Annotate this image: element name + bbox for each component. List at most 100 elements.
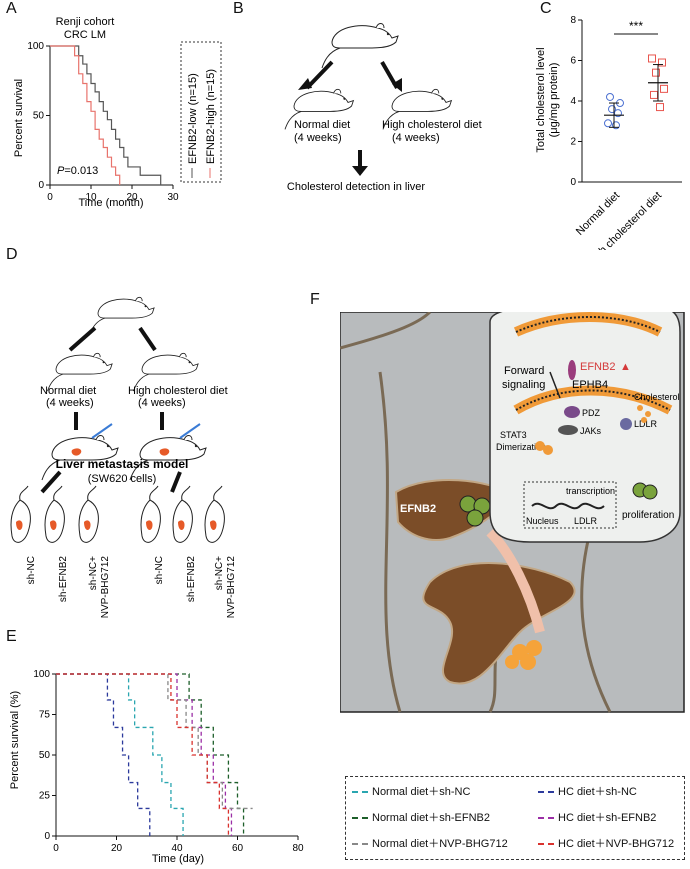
- x-tick-label: 10: [85, 192, 97, 203]
- group-mouse-icon: [10, 485, 31, 543]
- y-tick-label: 25: [39, 791, 51, 802]
- f-ephb4: EPHB4: [572, 379, 608, 391]
- y-tick-label: 75: [39, 710, 51, 721]
- e-legend: Normal diet＋sh-NC HC diet＋sh-NC Normal die…: [345, 776, 685, 860]
- b-normal-diet: Normal diet: [294, 119, 350, 131]
- group-label: sh-NC: [154, 556, 165, 584]
- e-ylabel: Percent survival (%): [9, 691, 21, 789]
- zoom-bubble: [489, 312, 681, 543]
- legend-label: Normal diet＋sh-EFNB2: [372, 812, 490, 824]
- b-hc-diet: High cholesterol diet: [382, 119, 482, 131]
- c-ylabel-units: (μg/mg protein): [548, 63, 560, 138]
- syringe-icon: [179, 423, 201, 439]
- panel-label-f: F: [310, 291, 320, 308]
- y-tick-label: 0: [570, 177, 576, 188]
- legend-item: Normal diet＋NVP-BHG712: [352, 835, 508, 851]
- y-tick-label: 2: [570, 137, 576, 148]
- stat3-icon: [543, 445, 553, 455]
- panel-label-a: A: [6, 0, 17, 17]
- up-arrow-icon: ▲: [620, 361, 631, 373]
- survival-line-4: [56, 673, 253, 810]
- mouse-icon-top: [321, 23, 399, 69]
- survival-line-1: [50, 45, 121, 185]
- d-normal-diet: Normal diet: [40, 385, 96, 397]
- legend-item: HC diet＋NVP-BHG712: [538, 835, 674, 851]
- legend-label: HC diet＋NVP-BHG712: [558, 838, 675, 850]
- y-tick-label: 4: [570, 96, 576, 107]
- y-tick-label: 8: [570, 15, 576, 26]
- group-label: sh-EFNB2: [186, 556, 197, 603]
- legend-swatch: [538, 817, 554, 820]
- group-label: sh-NC+: [88, 556, 99, 590]
- f-stat3: STAT3: [500, 430, 527, 440]
- tumor-icon: [459, 495, 477, 513]
- data-point: [606, 92, 614, 101]
- tumor-icon: [526, 640, 542, 656]
- x-tick-label: 60: [232, 843, 244, 854]
- legend-swatch: [538, 791, 554, 794]
- x-tick-label: 0: [53, 843, 59, 854]
- y-tick-label: 100: [27, 41, 44, 52]
- metastasis-arrow-icon: [486, 528, 545, 634]
- f-efnb2-liver: EFNB2: [400, 503, 436, 515]
- arrow-icon-left: [305, 60, 334, 90]
- d-model-subtitle: (SW620 cells): [88, 473, 156, 485]
- dna-icon: [531, 502, 605, 510]
- arrow-head-icon: [298, 78, 312, 90]
- arrow-head-icon: [352, 166, 368, 176]
- f-proliferation: proliferation: [622, 510, 674, 521]
- d-model-title: Liver metastasis model: [56, 457, 189, 471]
- f-forward: Forward: [504, 365, 544, 377]
- panel-label-c: C: [540, 0, 552, 17]
- arrow-icon: [549, 371, 561, 399]
- legend-swatch: [352, 817, 368, 820]
- data-point: [660, 84, 668, 93]
- data-point: [604, 119, 612, 128]
- legend-swatch: [352, 843, 368, 846]
- pdz-icon: [564, 406, 580, 418]
- a-ylabel: Percent survival: [13, 79, 25, 157]
- cholesterol-dot-icon: [641, 417, 647, 423]
- group-label: NVP-BHG712: [100, 556, 111, 619]
- survival-line-0: [56, 673, 184, 836]
- y-tick-label: 100: [33, 669, 50, 680]
- cholesterol-dot-icon: [645, 411, 651, 417]
- a-legend-high: EFNB2-high (n=15): [205, 69, 217, 178]
- survival-line-1: [56, 673, 151, 836]
- proliferation-cell-icon: [642, 484, 658, 500]
- data-point: [648, 54, 656, 63]
- a-legend-low: EFNB2-low (n=15): [187, 73, 199, 178]
- legend-label: Normal diet＋sh-NC: [372, 786, 471, 798]
- panel-label-b: B: [233, 0, 244, 17]
- data-point: [652, 68, 660, 77]
- legend-swatch: [352, 791, 368, 794]
- f-transcription: transcription: [566, 486, 615, 496]
- injected-mouse-hc: [129, 423, 207, 481]
- y-tick-label: 0: [44, 831, 50, 842]
- data-point: [656, 103, 664, 112]
- f-ldlr: LDLR: [634, 419, 658, 429]
- cohort-title: Renji cohort: [56, 16, 115, 28]
- legend-label: HC diet＋sh-EFNB2: [558, 812, 657, 824]
- arrow-icon-down-left: [40, 470, 62, 494]
- group-label: sh-NC+: [214, 556, 225, 590]
- f-pdz: PDZ: [582, 408, 601, 418]
- y-tick-label: 0: [38, 180, 44, 191]
- survival-line-5: [56, 673, 230, 836]
- tumor-icon: [466, 509, 484, 527]
- arrow-icon-right: [138, 326, 157, 352]
- legend-item: HC diet＋sh-NC: [538, 783, 637, 799]
- x-tick-label: 40: [171, 843, 183, 854]
- legend-swatch: [538, 843, 554, 846]
- colon-shape: [422, 562, 576, 685]
- d-hc-weeks: (4 weeks): [138, 397, 186, 409]
- e-xlabel: Time (day): [152, 853, 204, 865]
- legend-item: Normal diet＋sh-NC: [352, 783, 470, 799]
- x-tick-label: 20: [111, 843, 123, 854]
- data-point: [608, 105, 616, 114]
- group-mouse-icon: [140, 485, 161, 543]
- legend-label: Normal diet＋NVP-BHG712: [372, 838, 508, 850]
- panel-label-e: E: [6, 628, 17, 645]
- x-tick-label: 20: [126, 192, 138, 203]
- legend-item: Normal diet＋sh-EFNB2: [352, 809, 490, 825]
